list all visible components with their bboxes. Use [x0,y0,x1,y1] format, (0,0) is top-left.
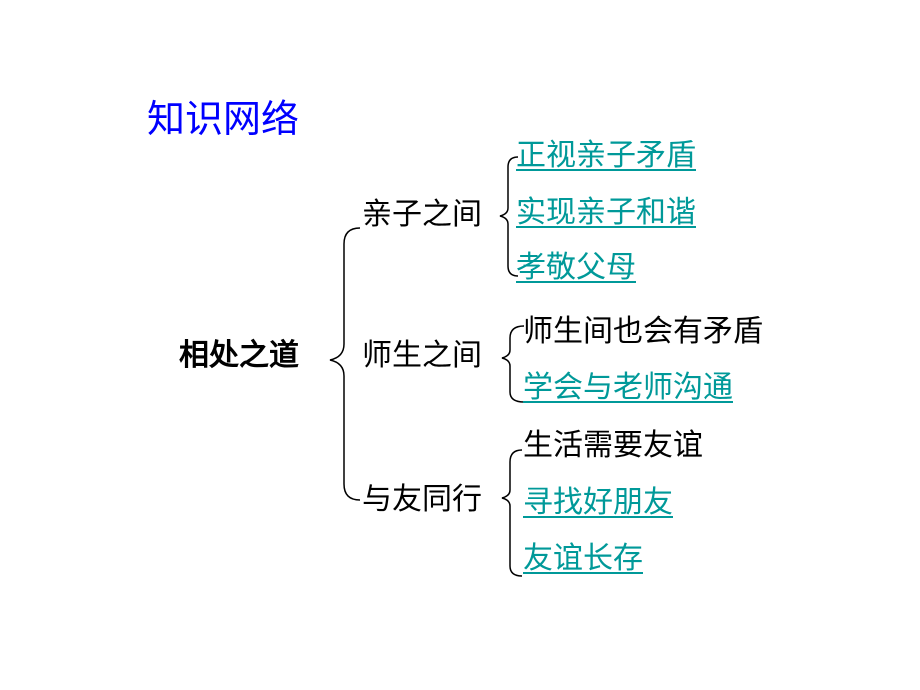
slide-title: 知识网络 [147,97,300,141]
brace-friends [501,449,523,577]
leaf-link-respect-parents[interactable]: 孝敬父母 [516,250,636,285]
leaf-teacher-conflict: 师生间也会有矛盾 [523,314,763,349]
leaf-need-friendship: 生活需要友谊 [523,428,703,463]
leaf-link-lasting-friendship[interactable]: 友谊长存 [523,541,643,576]
branch-friends: 与友同行 [362,482,482,517]
branch-teacher-student: 师生之间 [362,338,482,373]
branch-parent-child: 亲子之间 [362,197,482,232]
brace-teacher-student [501,325,525,403]
leaf-link-achieve-harmony[interactable]: 实现亲子和谐 [516,195,696,230]
leaf-link-face-conflict[interactable]: 正视亲子矛盾 [516,138,696,173]
leaf-link-communicate-teacher[interactable]: 学会与老师沟通 [523,370,733,405]
leaf-link-find-friends[interactable]: 寻找好朋友 [523,485,673,520]
main-brace [329,227,361,501]
root-node: 相处之道 [179,338,299,373]
